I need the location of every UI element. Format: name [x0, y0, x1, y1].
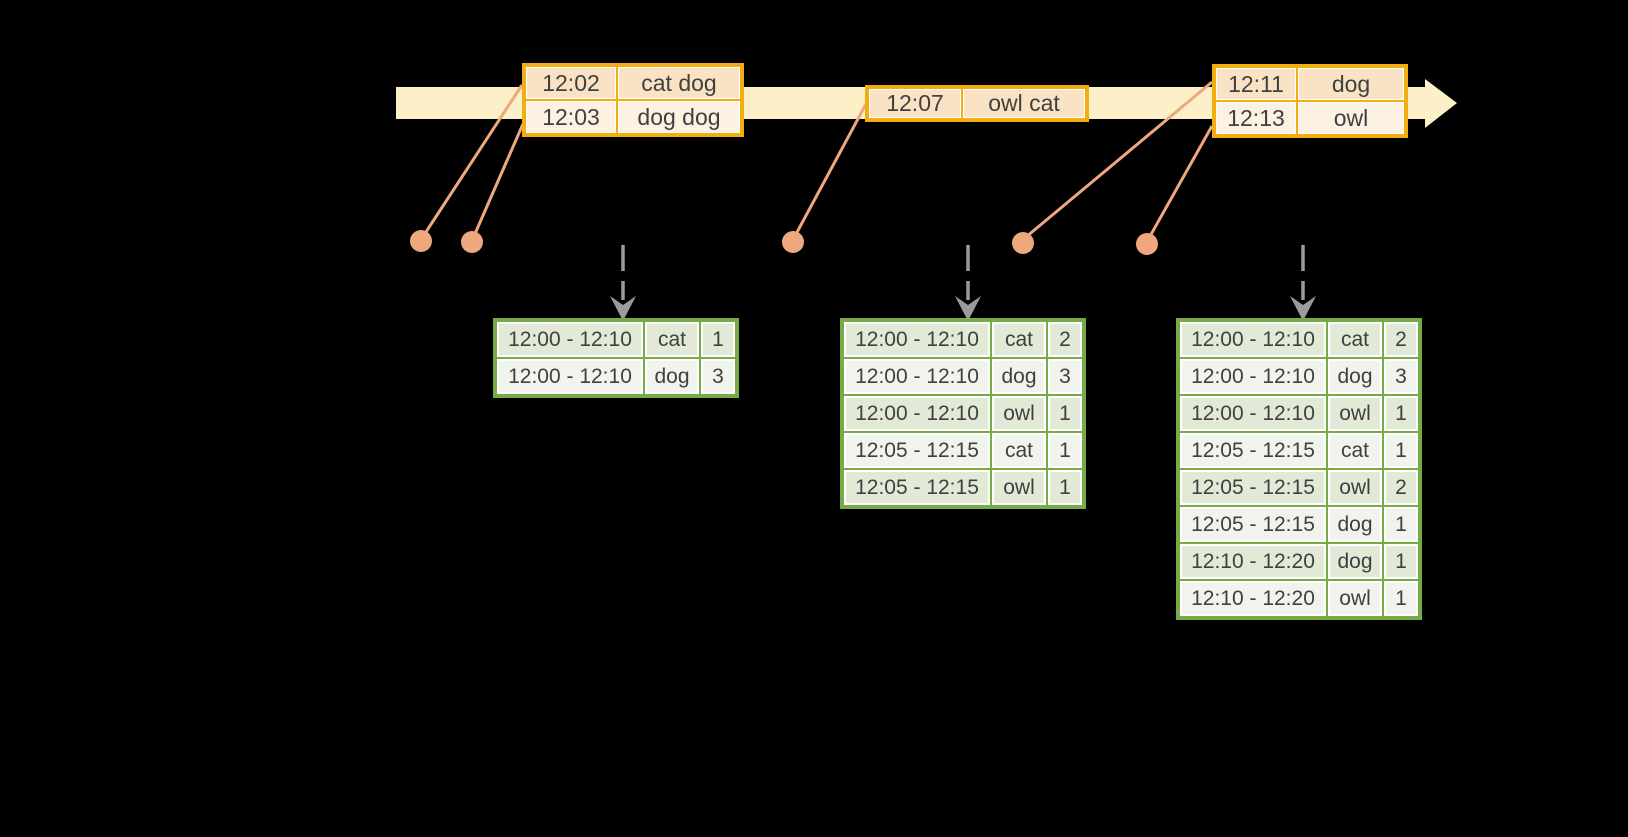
window-cell: 12:00 - 12:10 [844, 322, 990, 357]
event-words-cell: dog dog [618, 101, 740, 133]
event-words-cell: owl cat [963, 89, 1085, 118]
event-dot [410, 230, 432, 252]
trigger-arrow-head-icon [955, 296, 981, 321]
count-cell: 1 [1384, 544, 1418, 579]
count-cell: 1 [1048, 396, 1082, 431]
event-time-cell: 12:02 [526, 67, 616, 99]
window-cell: 12:00 - 12:10 [1180, 322, 1326, 357]
event-connector-line [422, 84, 524, 236]
result-row: 12:00 - 12:10 cat 2 [844, 322, 1082, 357]
event-table-3: 12:11 dog 12:13 owl [1212, 64, 1408, 138]
event-time-cell: 12:11 [1216, 68, 1296, 100]
word-cell: cat [645, 322, 699, 357]
window-cell: 12:00 - 12:10 [844, 359, 990, 394]
event-dots [410, 230, 1158, 255]
window-cell: 12:05 - 12:15 [844, 433, 990, 468]
event-row: 12:03 dog dog [526, 101, 740, 133]
count-cell: 1 [1384, 433, 1418, 468]
word-cell: dog [1328, 507, 1382, 542]
event-row: 12:13 owl [1216, 102, 1404, 134]
result-row: 12:05 - 12:15 owl 2 [1180, 470, 1418, 505]
event-time-cell: 12:13 [1216, 102, 1296, 134]
window-cell: 12:05 - 12:15 [844, 470, 990, 505]
word-cell: cat [1328, 433, 1382, 468]
result-row: 12:05 - 12:15 cat 1 [1180, 433, 1418, 468]
window-cell: 12:05 - 12:15 [1180, 433, 1326, 468]
event-time-cell: 12:07 [869, 89, 961, 118]
event-table-1: 12:02 cat dog 12:03 dog dog [522, 63, 744, 137]
event-row: 12:02 cat dog [526, 67, 740, 99]
trigger-arrow-head-icon [610, 296, 636, 321]
result-table-1: 12:00 - 12:10 cat 1 12:00 - 12:10 dog 3 [493, 318, 739, 398]
timeline-arrowhead-icon [1425, 79, 1457, 128]
event-connector-line [793, 103, 868, 237]
word-cell: cat [992, 433, 1046, 468]
count-cell: 1 [1048, 470, 1082, 505]
event-connector-line [472, 123, 525, 237]
word-cell: dog [992, 359, 1046, 394]
result-row: 12:05 - 12:15 owl 1 [844, 470, 1082, 505]
window-cell: 12:00 - 12:10 [1180, 396, 1326, 431]
count-cell: 2 [1384, 470, 1418, 505]
event-row: 12:11 dog [1216, 68, 1404, 100]
event-dot [1012, 232, 1034, 254]
word-cell: cat [1328, 322, 1382, 357]
word-cell: dog [1328, 359, 1382, 394]
window-cell: 12:10 - 12:20 [1180, 544, 1326, 579]
window-cell: 12:00 - 12:10 [1180, 359, 1326, 394]
result-row: 12:10 - 12:20 owl 1 [1180, 581, 1418, 616]
count-cell: 3 [1384, 359, 1418, 394]
result-row: 12:00 - 12:10 dog 3 [844, 359, 1082, 394]
word-cell: owl [1328, 470, 1382, 505]
event-dot [782, 231, 804, 253]
word-cell: owl [1328, 396, 1382, 431]
result-row: 12:00 - 12:10 cat 2 [1180, 322, 1418, 357]
event-table-2: 12:07 owl cat [865, 85, 1089, 122]
window-cell: 12:10 - 12:20 [1180, 581, 1326, 616]
count-cell: 3 [1048, 359, 1082, 394]
event-connector-line [1025, 80, 1213, 239]
word-cell: owl [992, 470, 1046, 505]
trigger-arrows [610, 245, 1316, 321]
event-words-cell: owl [1298, 102, 1404, 134]
count-cell: 1 [1384, 507, 1418, 542]
result-table-3: 12:00 - 12:10 cat 2 12:00 - 12:10 dog 3 … [1176, 318, 1422, 620]
event-connector-lines [422, 80, 1214, 239]
count-cell: 2 [1384, 322, 1418, 357]
window-cell: 12:05 - 12:15 [1180, 507, 1326, 542]
trigger-arrow-head-icon [1290, 296, 1316, 321]
result-row: 12:00 - 12:10 dog 3 [1180, 359, 1418, 394]
result-row: 12:00 - 12:10 owl 1 [1180, 396, 1418, 431]
result-row: 12:05 - 12:15 dog 1 [1180, 507, 1418, 542]
window-cell: 12:05 - 12:15 [1180, 470, 1326, 505]
count-cell: 1 [1384, 396, 1418, 431]
count-cell: 1 [701, 322, 735, 357]
event-connector-line [1147, 125, 1214, 239]
event-row: 12:07 owl cat [869, 89, 1085, 118]
result-row: 12:00 - 12:10 cat 1 [497, 322, 735, 357]
result-row: 12:00 - 12:10 owl 1 [844, 396, 1082, 431]
window-cell: 12:00 - 12:10 [844, 396, 990, 431]
word-cell: dog [1328, 544, 1382, 579]
event-dot [1136, 233, 1158, 255]
word-cell: owl [992, 396, 1046, 431]
count-cell: 1 [1048, 433, 1082, 468]
word-cell: cat [992, 322, 1046, 357]
word-cell: owl [1328, 581, 1382, 616]
event-time-cell: 12:03 [526, 101, 616, 133]
event-dot [461, 231, 483, 253]
result-row: 12:00 - 12:10 dog 3 [497, 359, 735, 394]
window-cell: 12:00 - 12:10 [497, 359, 643, 394]
event-words-cell: cat dog [618, 67, 740, 99]
count-cell: 2 [1048, 322, 1082, 357]
word-cell: dog [645, 359, 699, 394]
window-cell: 12:00 - 12:10 [497, 322, 643, 357]
result-row: 12:10 - 12:20 dog 1 [1180, 544, 1418, 579]
result-table-2: 12:00 - 12:10 cat 2 12:00 - 12:10 dog 3 … [840, 318, 1086, 509]
count-cell: 3 [701, 359, 735, 394]
count-cell: 1 [1384, 581, 1418, 616]
result-row: 12:05 - 12:15 cat 1 [844, 433, 1082, 468]
event-words-cell: dog [1298, 68, 1404, 100]
